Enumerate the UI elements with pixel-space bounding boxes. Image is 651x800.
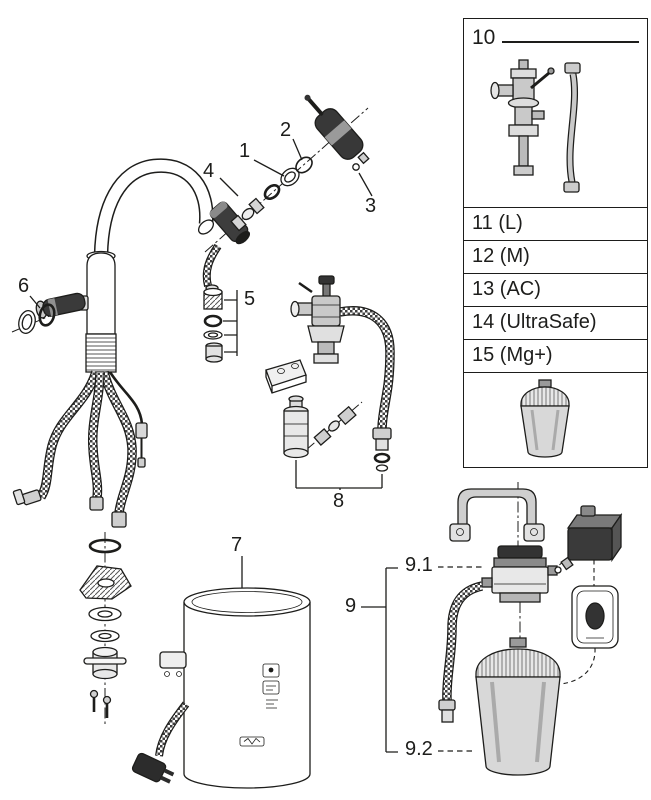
callout-7: 7 [231, 534, 243, 556]
legend-art-15 [464, 372, 647, 467]
legend-header-rule [502, 41, 639, 43]
callout-9-2: 9.2 [405, 738, 433, 760]
mounting-hardware [79, 538, 132, 718]
callout-1: 1 [239, 140, 251, 162]
legend-item-15: 15 (Mg+) [464, 339, 647, 372]
faucet-handle [35, 292, 86, 319]
legend-item-11-label: 11 (L) [472, 212, 523, 234]
filter-cartridge [475, 637, 561, 776]
control-box [566, 505, 623, 563]
legend-hose-art [563, 62, 581, 193]
spray-head [209, 201, 251, 245]
legend-art-10 [464, 55, 647, 207]
legend-item-13: 13 (AC) [464, 273, 647, 306]
legend-panel: 10 11 (L) 12 (M) 13 (AC) 14 (UltraSafe) … [463, 18, 648, 468]
leader-lines [29, 138, 484, 753]
legend-item-10-label: 10 [472, 26, 496, 49]
legend-check-valve-art [490, 59, 555, 176]
legend-item-11: 11 (L) [464, 207, 647, 240]
installation-unit-part8 [265, 275, 391, 472]
check-valve-stack-part5 [203, 284, 223, 363]
indicator-box [571, 585, 619, 649]
legend-item-12-label: 12 (M) [472, 245, 530, 267]
callout-8: 8 [333, 490, 345, 512]
legend-item-13-label: 13 (AC) [472, 278, 541, 300]
filter-head [481, 545, 574, 603]
faucet-assembly [12, 166, 218, 528]
boiler-tank-part7 [131, 587, 311, 789]
spray-grip [304, 94, 364, 160]
callout-3: 3 [365, 195, 377, 217]
legend-item-12: 12 (M) [464, 240, 647, 273]
callout-9: 9 [345, 595, 357, 617]
legend-item-14: 14 (UltraSafe) [464, 306, 647, 339]
legend-cartridge-art [520, 379, 570, 458]
filter-system-part9 [438, 488, 623, 776]
legend-item-10: 10 [464, 19, 647, 55]
callout-9-1: 9.1 [405, 554, 433, 576]
callout-6: 6 [18, 275, 30, 297]
spray-head-and-aerator-parts [209, 94, 370, 245]
callout-5: 5 [244, 288, 256, 310]
callout-4: 4 [203, 160, 215, 182]
legend-item-14-label: 14 (UltraSafe) [472, 311, 597, 333]
power-plug [131, 752, 175, 784]
legend-item-15-label: 15 (Mg+) [472, 344, 553, 366]
callout-2: 2 [280, 119, 292, 141]
handle-seal-rings-part6 [18, 303, 56, 334]
